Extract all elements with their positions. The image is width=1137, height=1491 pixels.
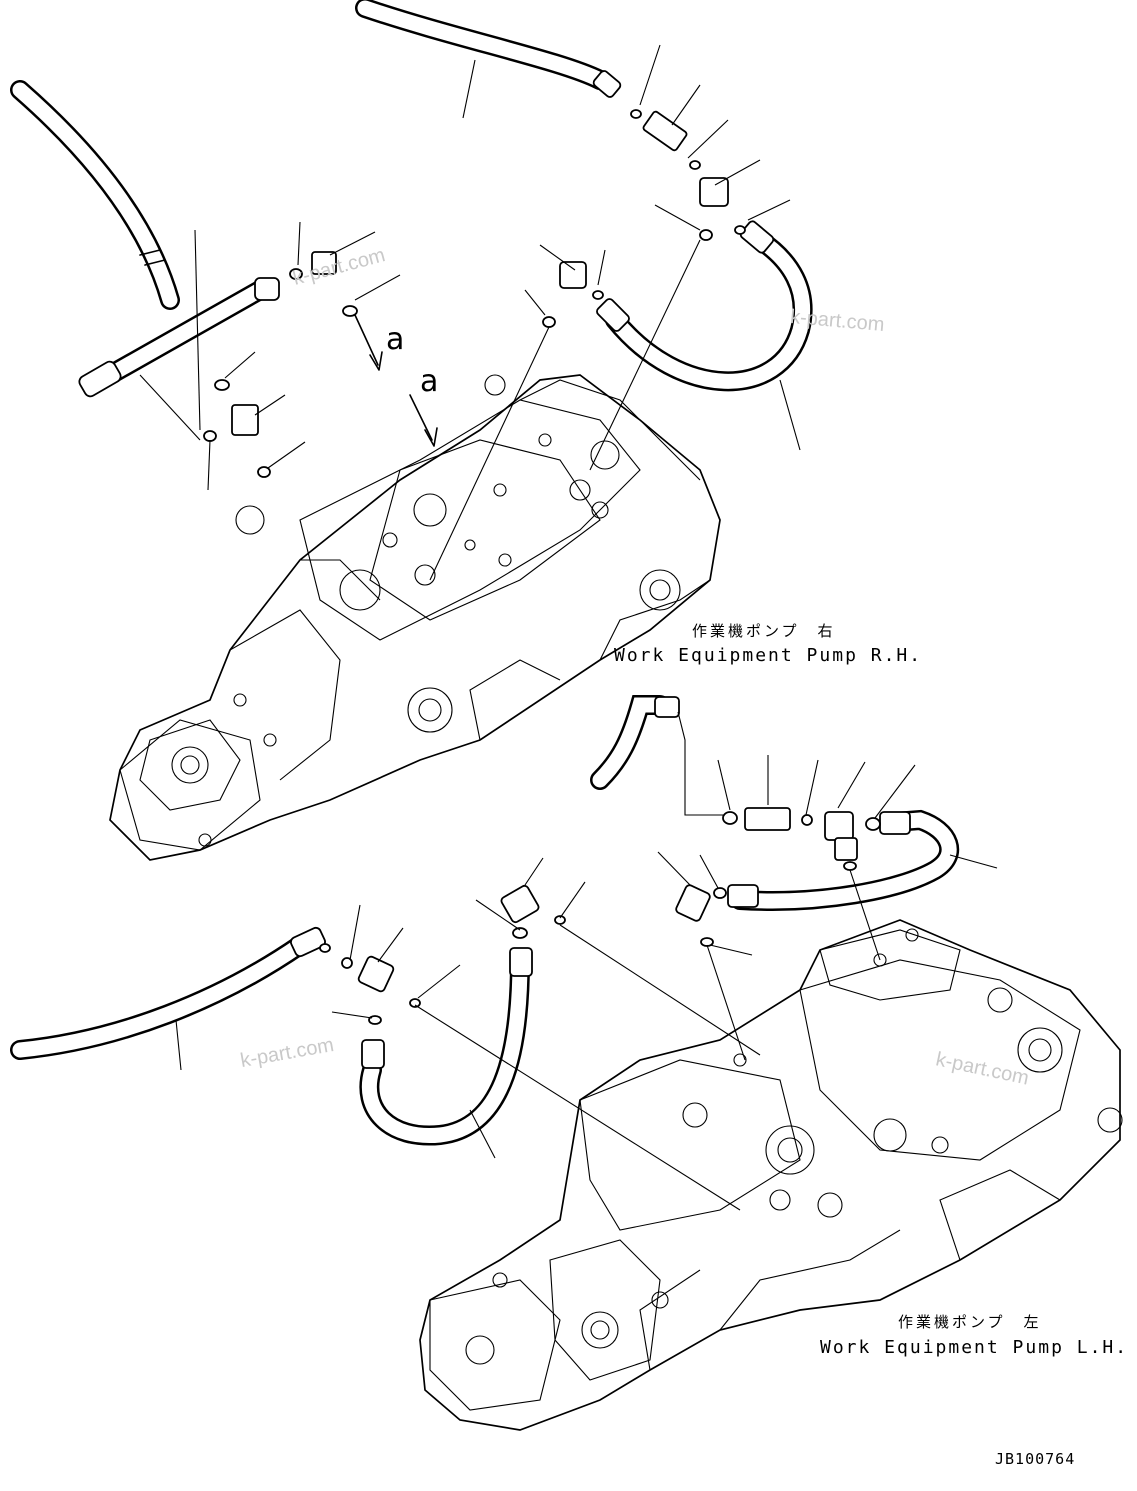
hose-upper-left: [10, 80, 180, 310]
fittings-upper: [203, 109, 746, 478]
leader-lines-upper: [139, 44, 801, 581]
hose-lower-left: [10, 926, 326, 1060]
hose-lower-top: [590, 695, 680, 790]
fittings-lower: [319, 807, 881, 1025]
leader-lines-lower: [175, 711, 998, 1211]
hose-upper-top: [355, 0, 622, 98]
hose-lower-right: [727, 809, 960, 911]
hose-curved-rh: [596, 220, 813, 392]
pump-rh-assembly: [109, 374, 721, 861]
view-marker-a: a: [386, 322, 405, 357]
drawing-number: JB100764: [995, 1450, 1076, 1468]
pump-rh-label-jp: 作業機ポンプ 右: [692, 622, 836, 640]
pump-rh-label-en: Work Equipment Pump R.H.: [614, 645, 923, 666]
pump-lh-assembly: [419, 919, 1123, 1431]
hose-short-rh: [78, 277, 280, 398]
pump-lh-label-jp: 作業機ポンプ 左: [898, 1313, 1042, 1331]
hose-lower-curved: [359, 947, 533, 1146]
view-marker-a: a: [420, 364, 439, 399]
pump-lh-label-en: Work Equipment Pump L.H.: [820, 1337, 1129, 1358]
